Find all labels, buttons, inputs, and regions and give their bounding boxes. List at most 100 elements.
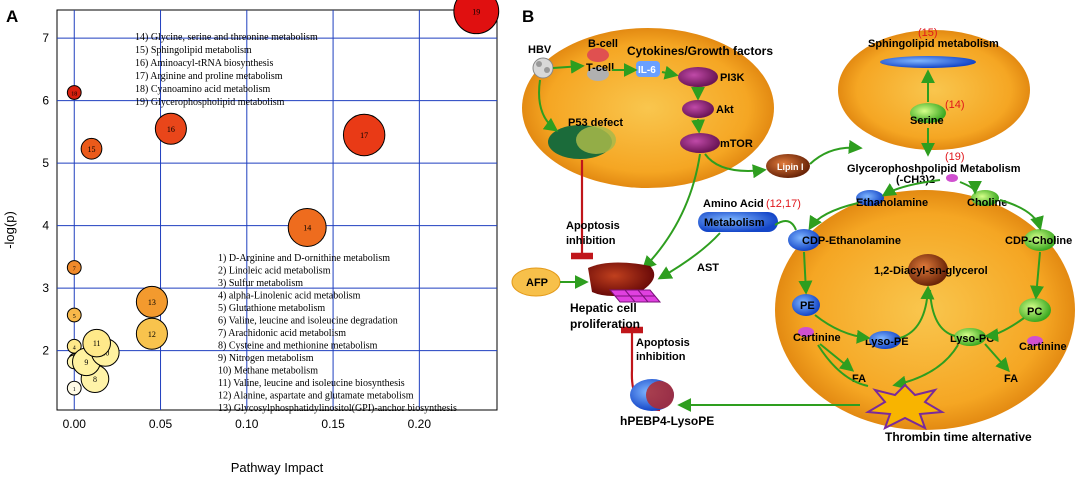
bubble-point [66, 380, 82, 396]
ch3-node [946, 174, 958, 182]
cartinine-node-1 [798, 327, 814, 337]
cartinine-node-2 [1027, 336, 1043, 346]
serine-node [910, 103, 946, 123]
thrombin-label: Thrombin time alternative [885, 430, 1032, 444]
pi3k-label: PI3K [720, 72, 745, 84]
amino-acid-label: Amino Acid [703, 198, 764, 210]
choline-label: Choline [967, 197, 1007, 209]
legend-bottom-entry: 10) Methane metabolism [218, 366, 318, 377]
apoptosis-label-2b: inhibition [636, 351, 686, 363]
arrow-to-thrombin [892, 344, 959, 390]
legend-bottom-entry: 7) Arachidonic acid metabolism [218, 328, 346, 339]
hepatic-label-1: Hepatic cell [570, 301, 637, 315]
bubbles: 12345678910111213141516171819 [66, 0, 500, 396]
bubble-label: 1 [73, 387, 76, 393]
apoptosis-label-1a: Apoptosis [566, 220, 620, 232]
y-tick-label: 4 [42, 219, 49, 233]
serine-number: (14) [945, 99, 965, 111]
bubble-label: 8 [93, 375, 97, 384]
ethanolamine-node [856, 190, 884, 206]
glycero-number: (19) [945, 151, 965, 163]
panel-b-letter: B [522, 7, 534, 26]
plot-frame [56, 9, 498, 411]
arrow-metabolism-liver [657, 232, 721, 280]
pi3k-node [678, 67, 718, 87]
legend-top: 14) Glycine, serine and threonine metabo… [135, 32, 318, 108]
bubble-point [453, 0, 500, 35]
apoptosis-label-2a: Apoptosis [636, 337, 690, 349]
lyso-pc-label: Lyso-PC [950, 333, 994, 345]
legend-bottom-entry: 6) Valine, leucine and isoleucine degrad… [218, 316, 398, 327]
bubble-point [66, 260, 82, 275]
cytokines-label: Cytokines/Growth factors [627, 44, 773, 58]
panel-a-letter: A [6, 7, 18, 26]
hbv-virus-icon [532, 57, 554, 79]
arrow-metabolism-cell [774, 220, 797, 231]
hepatic-label-2: proliferation [570, 317, 640, 331]
arrow-lysope-diacyl [899, 285, 935, 339]
metabolism-node [698, 212, 778, 232]
cdp-ethanolamine-label: CDP-Ethanolamine [802, 235, 901, 247]
bubble-label: 14 [303, 224, 311, 233]
diacyl-label: 1,2-Diacyl-sn-glycerol [874, 265, 988, 277]
akt-label: Akt [716, 104, 734, 116]
legend-top-entry: 18) Cyanoamino acid metabolism [135, 84, 270, 95]
arrow-to-fa2 [984, 343, 1010, 373]
metabolism-label: Metabolism [704, 217, 765, 229]
arrow-pc-lysopc [984, 317, 1025, 343]
arrow-ch3-eth [881, 179, 941, 197]
bubble-point [66, 85, 82, 100]
bubble-point [66, 307, 82, 323]
mtor-node [680, 133, 720, 153]
lipin-label: Lipin I [777, 162, 804, 172]
diacyl-node [908, 254, 948, 286]
pc-node [1019, 298, 1051, 322]
akt-node [682, 100, 714, 118]
lyso-pc-node [954, 328, 986, 346]
x-tick-label: 0.00 [63, 417, 87, 431]
fa-label-2: FA [1004, 373, 1018, 385]
arrow-cartinine-thrombin [817, 344, 869, 387]
legend-top-entry: 15) Sphingolipid metabolism [135, 45, 252, 56]
y-tick-label: 5 [42, 156, 49, 170]
bubble-point [287, 208, 327, 247]
bubble-label: 9 [84, 358, 88, 367]
bubble-label: 18 [71, 92, 77, 98]
y-axis-label: -log(p) [2, 211, 17, 249]
arrow-ch3-cho [959, 180, 982, 195]
legend-bottom-entry: 5) Glutathione metabolism [218, 303, 325, 314]
arrow-cdpcho-pc [1030, 251, 1044, 300]
thrombin-star [864, 383, 946, 431]
legend-top-entry: 14) Glycine, serine and threonine metabo… [135, 32, 318, 43]
bubble-label: 12 [148, 330, 156, 339]
b-cell-label: B-cell [588, 38, 618, 50]
x-tick-label: 0.20 [408, 417, 432, 431]
bubble-label: 15 [88, 145, 96, 154]
arrow-to-fa1 [819, 343, 855, 372]
il6-icon [636, 61, 660, 77]
arrow-mtor-lipin [704, 153, 767, 179]
arrow-lysopc-diacyl [929, 289, 956, 337]
liver-icon [588, 262, 655, 296]
bubble-label: 5 [73, 314, 76, 320]
bubble-label: 4 [73, 345, 76, 351]
bubble-point [135, 285, 168, 318]
sphingo-node [880, 56, 976, 68]
bubble-label: 7 [73, 267, 76, 273]
cell-grid-icon [608, 289, 662, 303]
bubble-label: 16 [167, 125, 175, 134]
pc-label: PC [1027, 306, 1042, 318]
legend-top-entry: 19) Glycerophospholipid metabolism [135, 97, 285, 108]
hpebp4-label: hPEBP4-LysoPE [620, 414, 714, 428]
b-cell-icon [587, 48, 609, 62]
bubble-point [135, 317, 168, 350]
lipin-node [766, 154, 810, 178]
cartinine-label-2: Cartinine [1019, 341, 1067, 353]
amino-number: (12,17) [766, 198, 801, 210]
legend-top-entry: 17) Arginine and proline metabolism [135, 71, 283, 82]
y-tick-label: 6 [42, 94, 49, 108]
p53-node-highlight [576, 126, 616, 154]
cdp-choline-label: CDP-Choline [1005, 235, 1072, 247]
arrow-il6-pi3k [661, 65, 679, 80]
